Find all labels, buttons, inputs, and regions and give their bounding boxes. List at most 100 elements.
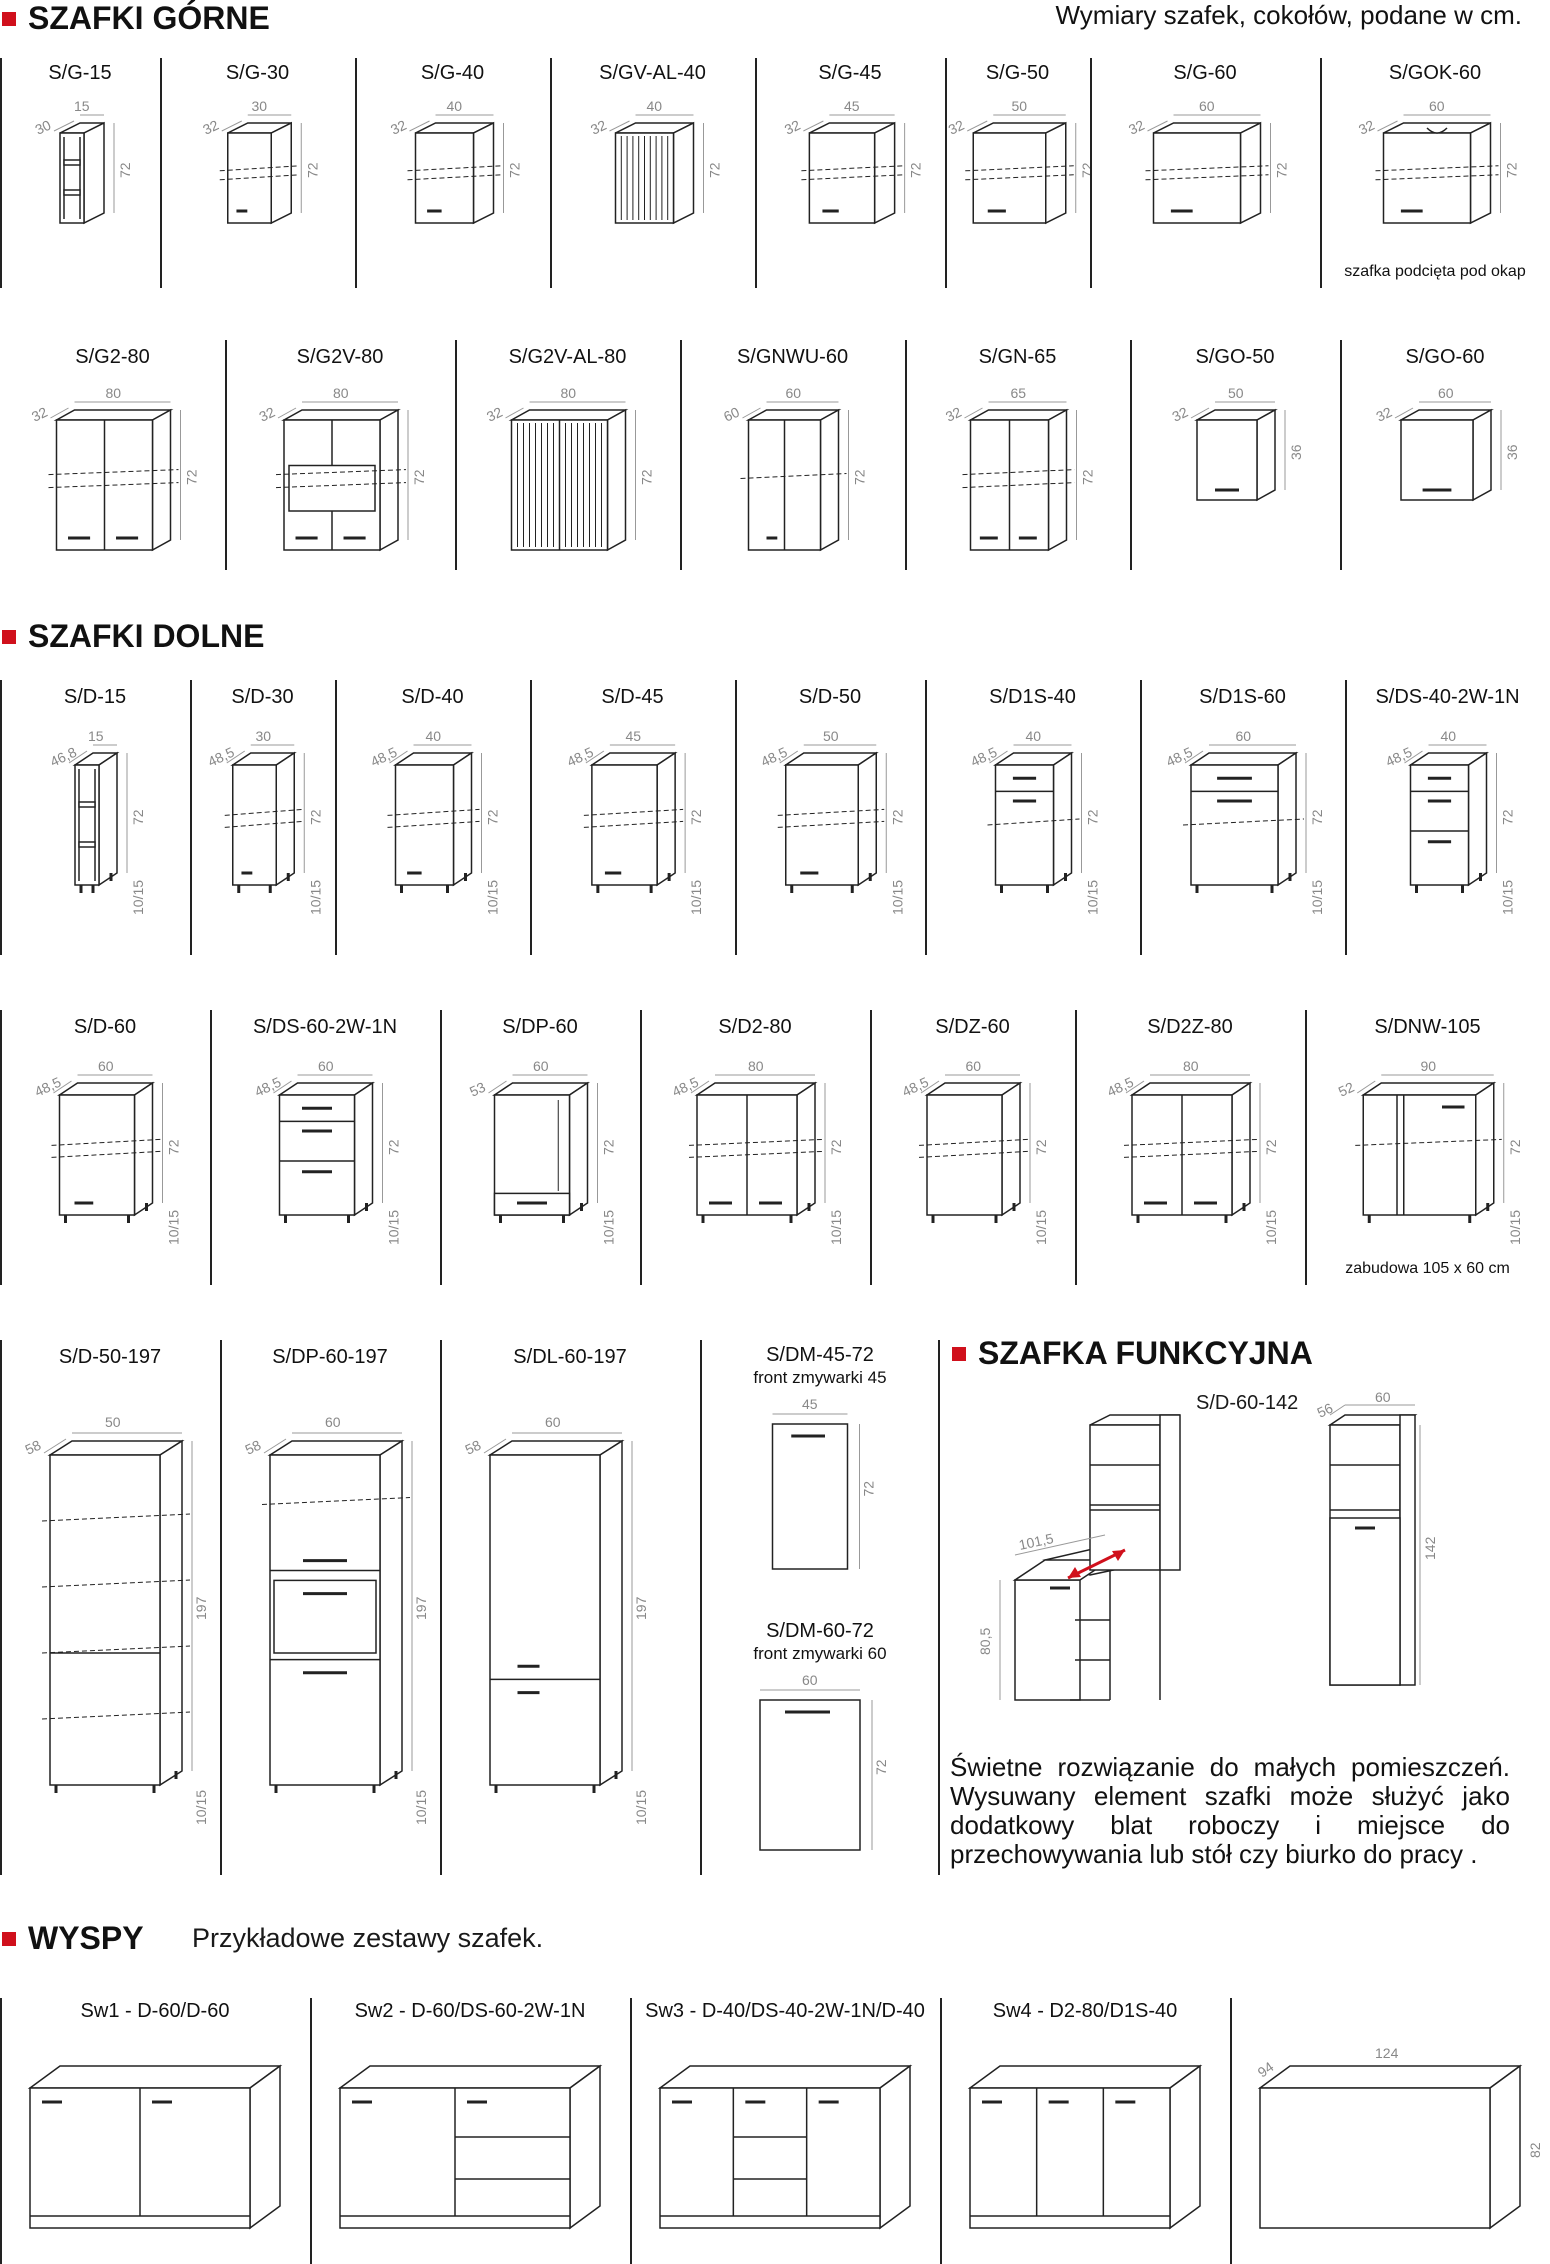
dim-width-label: 80 [561,385,577,401]
cabinet-code: S/D-60 [73,1016,137,1038]
divider-line [870,1010,872,1285]
cabinet-code: S/D1S-40 [989,686,1076,708]
divider-line [755,58,757,288]
section-title-upper-text: SZAFKI GÓRNE [28,0,270,36]
dim-width-label: 90 [1421,1058,1437,1074]
dim-width-label: 60 [802,1672,818,1688]
dim-height-label: 72 [117,162,133,178]
section-title-lower-text: SZAFKI DOLNE [28,618,265,654]
island-card: Sw4 - D2-80/D1S-40 [940,1998,1230,2264]
dim-width-label: 80 [333,385,349,401]
divider-line [1320,58,1322,288]
dim-height-label: 72 [1080,469,1096,485]
divider-line [1090,58,1092,288]
cabinet-code: S/D-15 [63,686,127,708]
dim-leg-label: 10/15 [633,1790,649,1825]
cabinet-code: S/D2-80 [718,1016,792,1038]
dim-leg-label: 10/15 [485,880,501,915]
dim-depth-label: 32 [257,404,278,425]
dim-height-label: 72 [861,1481,877,1497]
dim-width-label: 80 [106,385,122,401]
section-title-islands-text: WYSPY [28,1920,144,1956]
cabinet-code: S/G2-80 [75,346,150,368]
dim-height-label: 72 [411,469,427,485]
dim-width-label: 60 [533,1058,549,1074]
cabinet-code: S/DP-60-197 [272,1346,388,1368]
ext-w-label: 101,5 [1017,1530,1055,1553]
dim-depth-label: 58 [23,1437,44,1458]
dim-width-label: 40 [426,728,442,744]
dim-width-label: 45 [626,728,642,744]
divider-line [440,1340,442,1875]
dim-height-label: 72 [852,469,868,485]
dim-width-label: 60 [98,1058,114,1074]
dim-depth-label: 32 [588,117,609,138]
dim-width-label: 80 [1183,1058,1199,1074]
red-square-icon [2,11,16,26]
dim-height-label: 72 [639,469,655,485]
divider-line [210,1010,212,1285]
dim-width-label: 45 [844,98,860,114]
dim-height-label: 72 [386,1139,402,1155]
dim-depth-label: 32 [1126,117,1147,138]
section-title-functional-text: SZAFKA FUNKCYJNA [978,1335,1313,1371]
islands-subtitle: Przykładowe zestawy szafek. [192,1923,544,1953]
divider-line [1075,1010,1077,1285]
dim-leg-label: 10/15 [413,1790,429,1825]
ext-h-label: 80,5 [977,1628,993,1655]
divider-line [680,340,682,570]
divider-line [700,1340,702,1875]
divider-line [550,58,552,288]
functional-description: Świetne rozwiązanie do małych pomieszcze… [950,1752,1510,1869]
cabinet-drawing: 80 32 72 [257,385,427,552]
func-w-label: 60 [1375,1389,1391,1405]
cabinet-code: S/D1S-60 [1199,686,1286,708]
dim-height-label: 197 [413,1596,429,1620]
dim-height-label: 72 [707,162,723,178]
dim-depth-label: 52 [1336,1079,1357,1100]
dim-width-label: 50 [823,728,839,744]
dim-leg-label: 10/15 [1507,1210,1523,1245]
divider-line [945,58,947,288]
divider-line [455,340,457,570]
dim-width-label: 60 [1199,98,1215,114]
dim-depth-label: 32 [1170,404,1191,425]
func-d-label: 56 [1315,1400,1336,1421]
functional-cabinet-drawing: 101,5 80,5 56 60 142 [977,1389,1438,1701]
dim-width-label: 40 [1026,728,1042,744]
cabinet-code: S/GN-65 [978,346,1057,368]
cabinet-code: S/DS-60-2W-1N [252,1016,398,1038]
cabinet-code: S/G-15 [48,62,112,84]
dim-height-label: 72 [307,809,323,825]
cabinet-code: S/G2V-80 [296,346,384,368]
island-card: Sw2 - D-60/DS-60-2W-1N [310,1998,630,2264]
dim-width-label: 40 [447,98,463,114]
dim-depth-label: 32 [943,404,964,425]
